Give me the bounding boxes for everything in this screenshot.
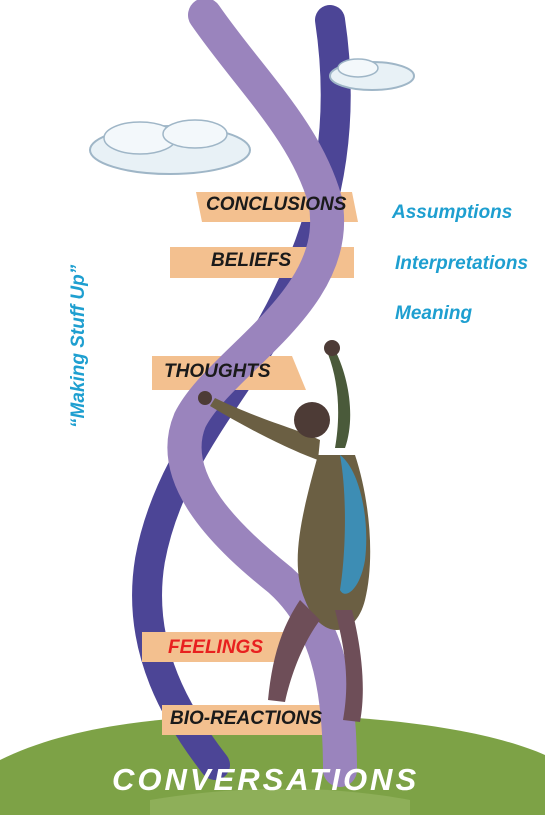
side-label-meaning: Meaning [395, 303, 472, 325]
footer-label-conversations: CONVERSATIONS [112, 762, 419, 798]
side-label-assumptions: Assumptions [392, 202, 512, 224]
side-label-interpretations: Interpretations [395, 253, 528, 275]
vertical-label-making-stuff-up: “Making Stuff Up” [68, 265, 90, 428]
rung-label-conclusions: CONCLUSIONS [206, 194, 346, 216]
cloud-left [90, 120, 250, 174]
cloud-right [330, 59, 414, 90]
rung-label-feelings: FEELINGS [168, 637, 263, 659]
rung-label-bio-reactions: BIO-REACTIONS [170, 708, 322, 730]
rung-label-beliefs: BELIEFS [211, 250, 291, 272]
rung-label-thoughts: THOUGHTS [164, 361, 271, 383]
